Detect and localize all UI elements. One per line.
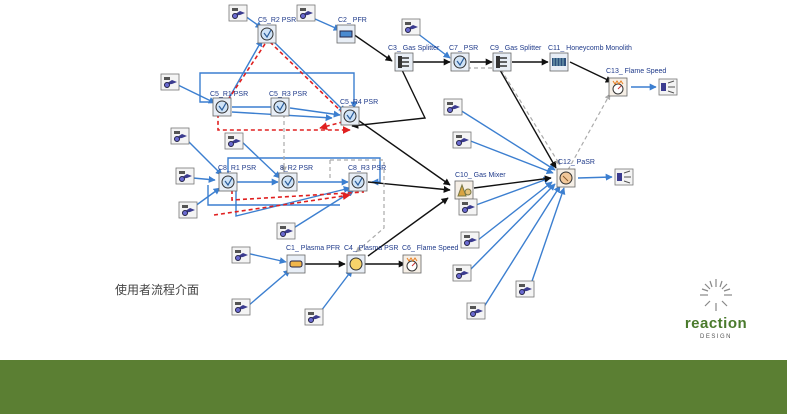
c9-label: C9_ Gas Splitter (490, 45, 542, 52)
logo-subtitle: DESIGN (699, 334, 732, 340)
c11-label: C11_ Honeycomb Monolith (548, 45, 632, 52)
c8-r2-label: 8_R2 PSR (280, 165, 313, 172)
c5-r2-label: C5_R2 PSR (258, 17, 296, 24)
outlet-icon[interactable] (658, 78, 678, 96)
reaction-design-logo: reaction DESIGN (676, 275, 756, 345)
inlet-icon[interactable] (460, 231, 480, 249)
c6-flame-speed-icon[interactable] (402, 254, 422, 274)
c13-flame-speed-icon[interactable] (608, 77, 628, 97)
c7-label: C7_ PSR (449, 45, 478, 52)
caption: 使用者流程介面 (115, 283, 200, 297)
inlet-icon[interactable] (452, 264, 472, 282)
c5-r1-label: C5_R1 PSR (210, 91, 248, 98)
inlet-icon[interactable] (443, 98, 463, 116)
c2-label: C2_ PFR (338, 17, 367, 24)
inlet-icon[interactable] (276, 222, 296, 240)
c4-plasma-psr-icon[interactable] (346, 254, 366, 274)
c8-r3-psr-icon[interactable] (348, 172, 368, 192)
c5-r2-psr-icon[interactable] (257, 24, 277, 44)
inlet-icon[interactable] (296, 4, 316, 22)
c7-psr-icon[interactable] (450, 52, 470, 72)
footer-band (0, 360, 787, 414)
inlet-icon[interactable] (228, 4, 248, 22)
c5-r3-psr-icon[interactable] (270, 97, 290, 117)
inlet-icon[interactable] (231, 246, 251, 264)
inlet-icon[interactable] (231, 298, 251, 316)
black-edges (304, 33, 613, 268)
inlet-icon[interactable] (466, 302, 486, 320)
c8-r2-psr-icon[interactable] (278, 172, 298, 192)
inlet-icon[interactable] (452, 131, 472, 149)
c5-r3-label: C5_R3 PSR (269, 91, 307, 98)
c6-label: C6_ Flame Speed (402, 245, 459, 252)
c9-gas-splitter-icon[interactable] (492, 52, 512, 72)
reactor-network-diagram: C5_R2 PSR C2_ PFR C3_ Gas Splitter C7_ P… (160, 4, 678, 326)
c11-honeycomb-icon[interactable] (549, 52, 569, 72)
c10-gas-mixer-icon[interactable] (454, 180, 474, 200)
c1-plasma-pfr-icon[interactable] (286, 254, 306, 274)
c8-r3-label: C8_R3 PSR (348, 165, 386, 172)
red-dashed-edges (213, 41, 365, 216)
inlet-icon[interactable] (160, 73, 180, 91)
inlet-icon[interactable] (458, 198, 478, 216)
inlet-icon[interactable] (401, 18, 421, 36)
c8-r1-psr-icon[interactable] (218, 172, 238, 192)
c13-label: C13_ Flame Speed (606, 68, 666, 75)
inlet-icon[interactable] (175, 167, 195, 185)
c12-label: C12_ PaSR (558, 159, 595, 166)
inlet-icon[interactable] (170, 127, 190, 145)
c1-label: C1_ Plasma PFR (286, 245, 340, 252)
c3-gas-splitter-icon[interactable] (394, 52, 414, 72)
c12-pasr-icon[interactable] (556, 168, 576, 188)
c4-label: C4_ Plasma PSR (344, 245, 398, 252)
inlet-icon[interactable] (224, 132, 244, 150)
c5-r4-psr-icon[interactable] (340, 106, 360, 126)
inlet-icon[interactable] (515, 280, 535, 298)
inlet-icon[interactable] (304, 308, 324, 326)
c10-label: C10_ Gas Mixer (455, 172, 506, 179)
c5-r4-label: C5_R4 PSR (340, 99, 378, 106)
c2-pfr-icon[interactable] (336, 24, 356, 44)
logo-wordmark: reaction (684, 315, 748, 332)
inlet-icon[interactable] (178, 201, 198, 219)
c5-r1-psr-icon[interactable] (212, 97, 232, 117)
sunburst-icon (700, 279, 732, 311)
outlet-icon[interactable] (614, 168, 634, 186)
c8-r1-label: C8_R1 PSR (218, 165, 256, 172)
c3-label: C3_ Gas Splitter (388, 45, 440, 52)
